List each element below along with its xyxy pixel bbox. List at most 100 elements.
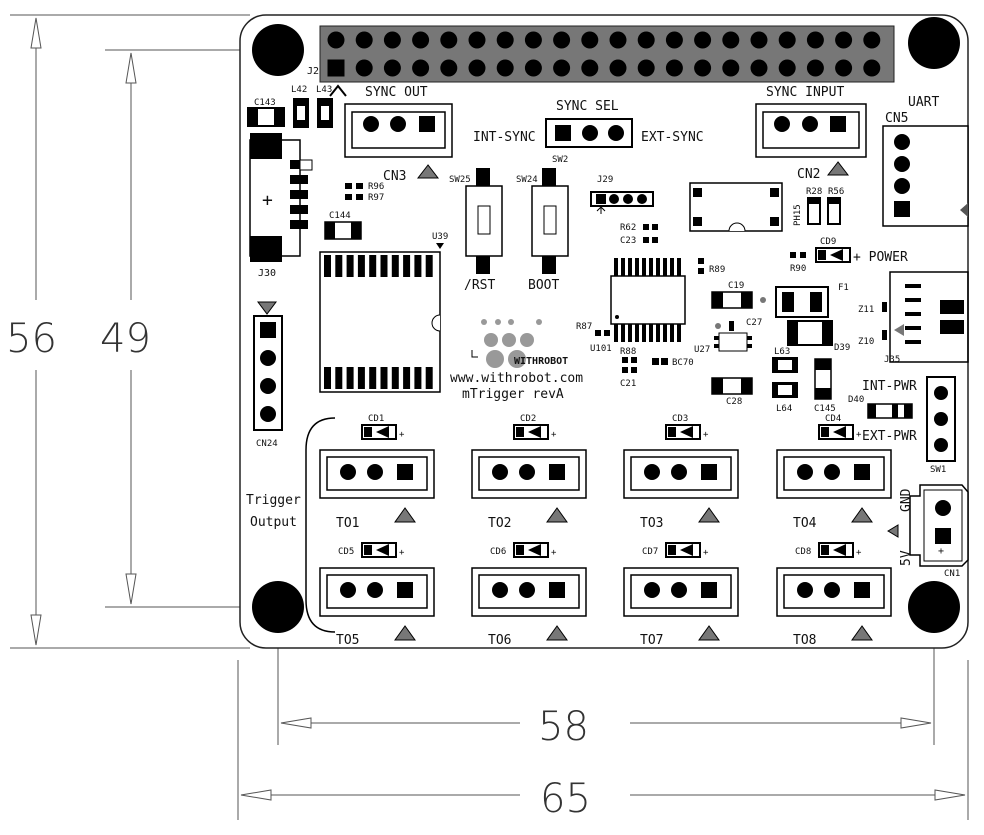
trigger-led-label: CD8 xyxy=(795,547,811,557)
diode-d39 xyxy=(787,320,833,346)
trigger-label-to4: TO4 xyxy=(793,516,817,531)
label-r28: R28 xyxy=(806,187,822,197)
button-boot[interactable] xyxy=(531,168,569,274)
label-cn1: CN1 xyxy=(944,569,960,579)
label-int-sync: INT-SYNC xyxy=(473,130,536,145)
trigger-led-plus: + xyxy=(703,548,709,558)
trigger-label-to5: TO5 xyxy=(336,633,359,648)
label-uart: UART xyxy=(908,95,939,110)
diode-d40 xyxy=(867,403,913,419)
label-cn2: CN2 xyxy=(797,167,820,182)
trigger-led-label: CD5 xyxy=(338,547,354,557)
trigger-label-to6: TO6 xyxy=(488,633,511,648)
trigger-connector-to1[interactable] xyxy=(319,449,435,523)
resistor-r89 xyxy=(698,258,704,274)
trigger-connector-to2[interactable] xyxy=(471,449,587,523)
label-c144: C144 xyxy=(329,211,351,221)
label-u27: U27 xyxy=(694,345,710,355)
label-l63: L63 xyxy=(774,347,790,357)
label-j30: J30 xyxy=(258,268,276,279)
label-sw1: SW1 xyxy=(930,465,946,475)
connector-sync-input[interactable] xyxy=(755,103,867,176)
trigger-connector-to7[interactable] xyxy=(623,567,739,641)
trigger-led-label: CD4 xyxy=(825,414,841,424)
cap-c21 xyxy=(622,367,637,373)
jumper-sync-sel[interactable] xyxy=(545,118,633,148)
inductor-l63 xyxy=(772,357,798,373)
header-j29[interactable] xyxy=(590,191,654,214)
connector-sync-out[interactable] xyxy=(344,103,453,179)
resistor-r87 xyxy=(595,330,610,336)
label-c21: C21 xyxy=(620,379,636,389)
label-ext-pwr: EXT-PWR xyxy=(862,429,917,444)
trigger-led-0 xyxy=(361,424,397,440)
label-r88: R88 xyxy=(620,347,636,357)
trigger-led-plus: + xyxy=(399,548,405,558)
trigger-connector-to6[interactable] xyxy=(471,567,587,641)
label-ph15: PH15 xyxy=(793,204,803,226)
label-r56: R56 xyxy=(828,187,844,197)
connector-cn1[interactable]: + xyxy=(887,484,969,567)
cap-c23 xyxy=(643,237,658,243)
label-int-pwr: INT-PWR xyxy=(862,379,917,394)
ic-u39 xyxy=(319,243,444,393)
ic-u101 xyxy=(610,258,686,342)
label-d39: D39 xyxy=(834,343,850,353)
trigger-led-3 xyxy=(818,424,854,440)
label-u101: U101 xyxy=(590,344,612,354)
inductor-l64 xyxy=(772,382,798,398)
label-c19: C19 xyxy=(728,281,744,291)
battery-j30: + xyxy=(249,133,313,262)
label-c23: C23 xyxy=(620,236,636,246)
svg-text:+: + xyxy=(262,190,273,211)
button-rst[interactable] xyxy=(465,168,503,274)
dim-hole-width: 58 xyxy=(538,704,589,750)
trigger-led-plus: + xyxy=(856,548,862,558)
label-c27: C27 xyxy=(746,318,762,328)
trigger-connector-to4[interactable] xyxy=(776,449,892,523)
label-url: www.withrobot.com xyxy=(450,371,583,386)
connector-uart[interactable] xyxy=(882,125,969,227)
resistor-r97 xyxy=(345,194,363,200)
connector-j35[interactable] xyxy=(889,271,969,363)
trigger-connector-to8[interactable] xyxy=(776,567,892,641)
label-l43: L43 xyxy=(316,85,332,95)
resistor-r96 xyxy=(345,183,363,189)
label-rst: /RST xyxy=(464,278,495,293)
label-z11: Z11 xyxy=(858,305,874,315)
dimension-annotations xyxy=(10,14,969,820)
label-cd9: CD9 xyxy=(820,237,836,247)
label-j35: J35 xyxy=(884,355,900,365)
trigger-connector-to3[interactable] xyxy=(623,449,739,523)
trigger-label-to1: TO1 xyxy=(336,516,359,531)
switch-sw1[interactable] xyxy=(926,376,956,462)
cap-c145 xyxy=(814,358,832,400)
label-r89: R89 xyxy=(709,265,725,275)
logo-text: WITHROBOT xyxy=(514,356,568,367)
resistor-r62 xyxy=(643,224,658,230)
trigger-led-plus: + xyxy=(551,548,557,558)
trigger-connector-to5[interactable] xyxy=(319,567,435,641)
label-gnd: GND xyxy=(899,488,914,512)
label-z10: Z10 xyxy=(858,337,874,347)
label-sync-sel: SYNC SEL xyxy=(556,99,619,114)
trigger-led-plus: + xyxy=(703,430,709,440)
label-d40: D40 xyxy=(848,395,864,405)
trigger-led-plus: + xyxy=(399,430,405,440)
label-trigger: Trigger xyxy=(246,493,301,508)
label-sw25: SW25 xyxy=(449,175,471,185)
label-sw24: SW24 xyxy=(516,175,538,185)
trigger-led-label: CD1 xyxy=(368,414,384,424)
label-sync-input: SYNC INPUT xyxy=(766,85,844,100)
trigger-led-1 xyxy=(513,424,549,440)
connector-cn24[interactable] xyxy=(253,301,283,431)
trigger-led-7 xyxy=(818,542,854,558)
label-boot: BOOT xyxy=(528,278,559,293)
label-r96: R96 xyxy=(368,182,384,192)
trigger-led-4 xyxy=(361,542,397,558)
label-sync-out: SYNC OUT xyxy=(365,85,428,100)
trigger-led-5 xyxy=(513,542,549,558)
trigger-led-plus: + xyxy=(856,430,862,440)
label-c145: C145 xyxy=(814,404,836,414)
